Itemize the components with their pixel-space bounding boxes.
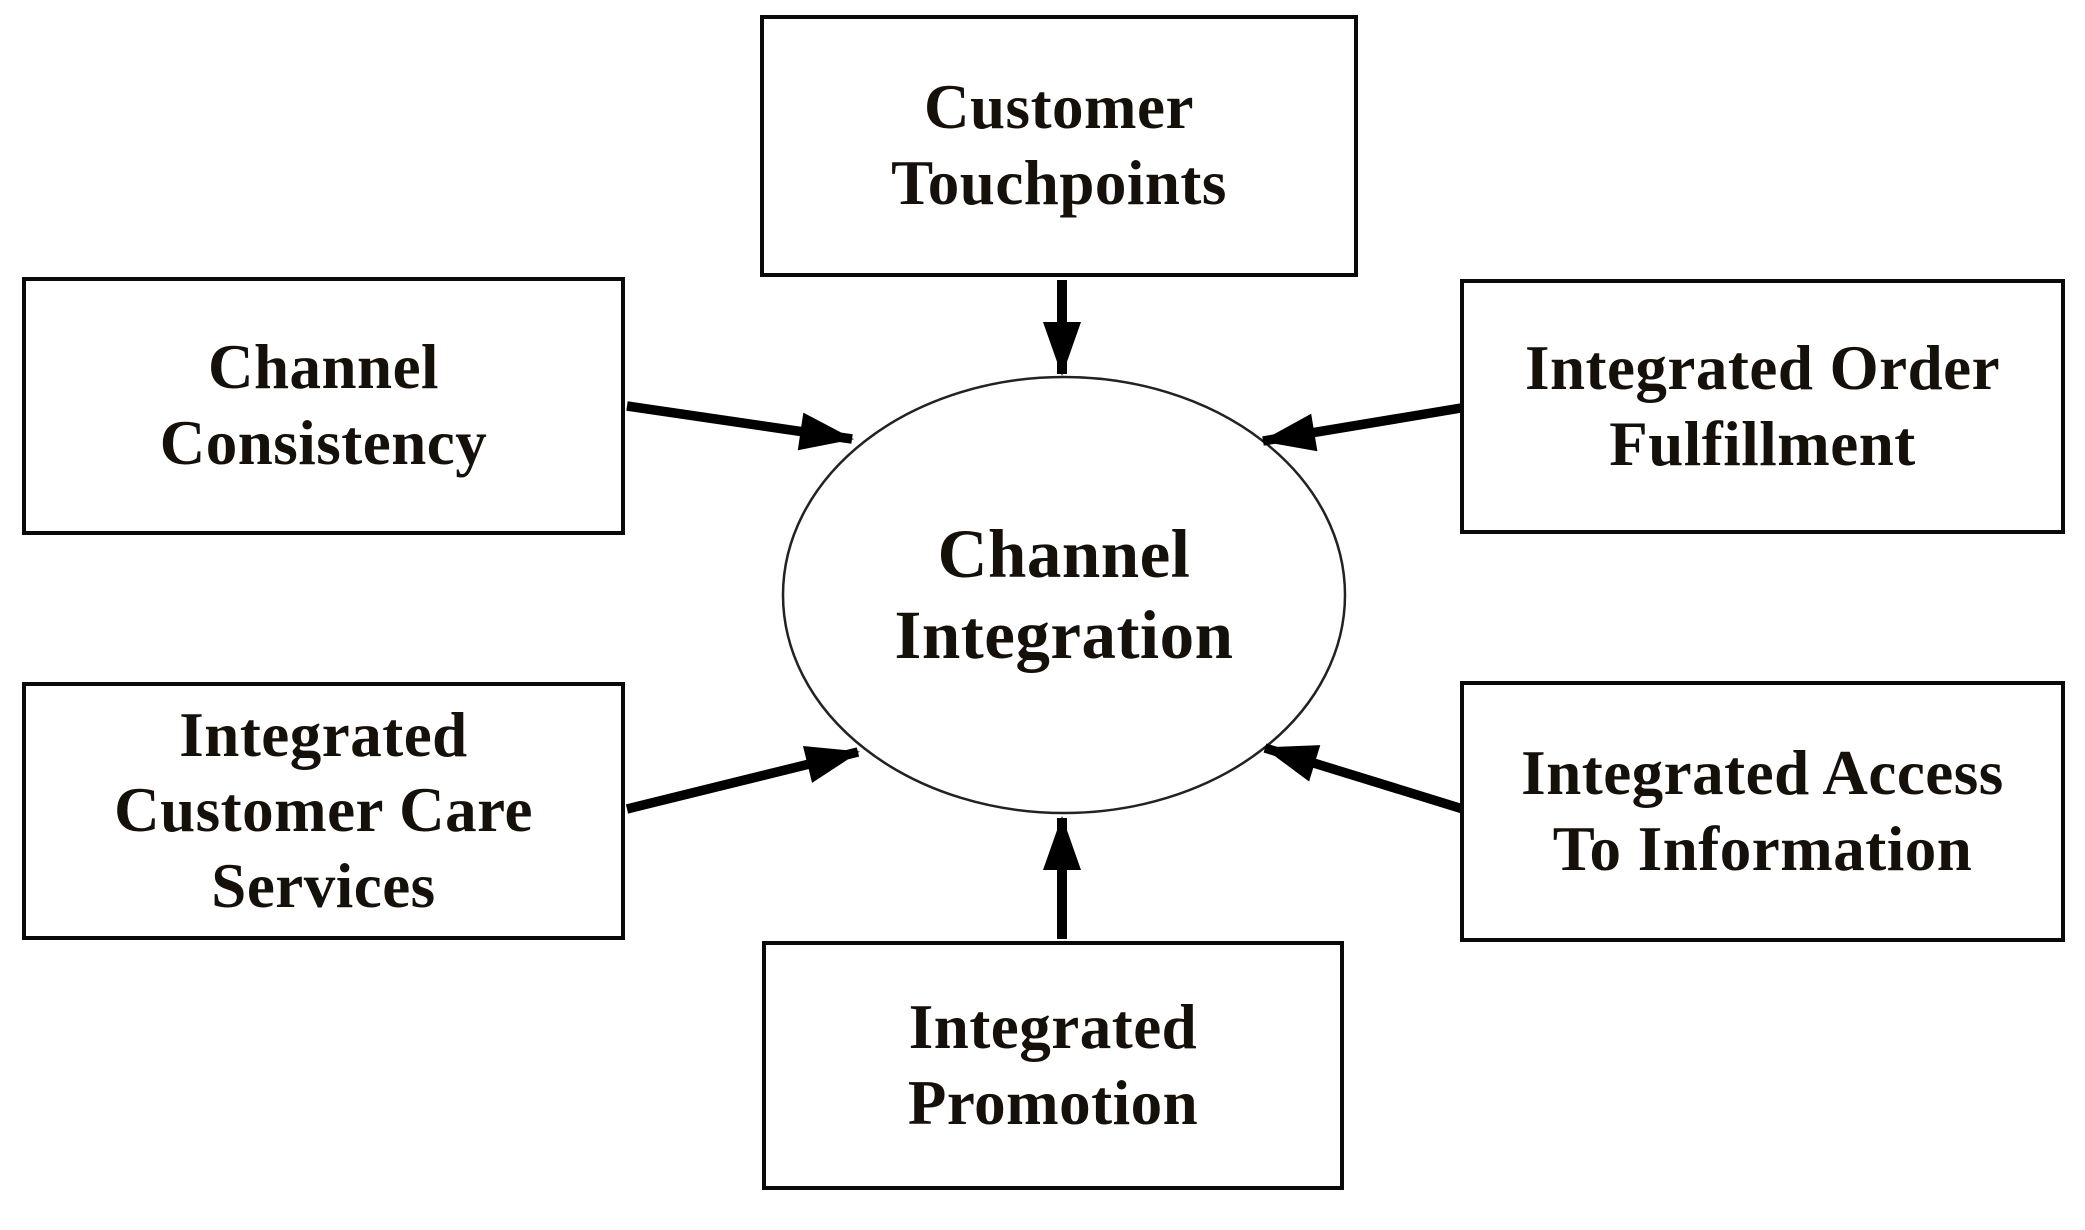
node-integrated-order-fulfillment-label: Integrated Order Fulfillment <box>1524 332 2001 479</box>
node-customer-touchpoints: Customer Touchpoints <box>760 15 1358 277</box>
arrow-from-channel-consistency <box>626 401 854 451</box>
node-channel-consistency-label: Channel Consistency <box>159 332 488 478</box>
node-customer-touchpoints-label: Customer Touchpoints <box>891 72 1227 218</box>
node-integrated-access-to-information-label: Integrated Access To Information <box>1521 737 2004 884</box>
center-ellipse <box>781 375 1347 815</box>
node-integrated-order-fulfillment: Integrated Order Fulfillment <box>1460 279 2065 534</box>
arrow-from-integrated-order-fulfillment <box>1261 403 1462 452</box>
node-integrated-promotion-label: Integrated Promotion <box>907 991 1199 1138</box>
node-integrated-customer-care-services: Integrated Customer Care Services <box>22 682 625 940</box>
arrow-from-integrated-access-to-information <box>1263 743 1468 815</box>
node-integrated-access-to-information: Integrated Access To Information <box>1460 681 2065 942</box>
node-channel-consistency: Channel Consistency <box>22 277 625 535</box>
node-integrated-promotion: Integrated Promotion <box>762 941 1344 1190</box>
arrow-from-integrated-customer-care-services <box>625 746 860 814</box>
node-integrated-customer-care-services-label: Integrated Customer Care Services <box>114 699 533 921</box>
